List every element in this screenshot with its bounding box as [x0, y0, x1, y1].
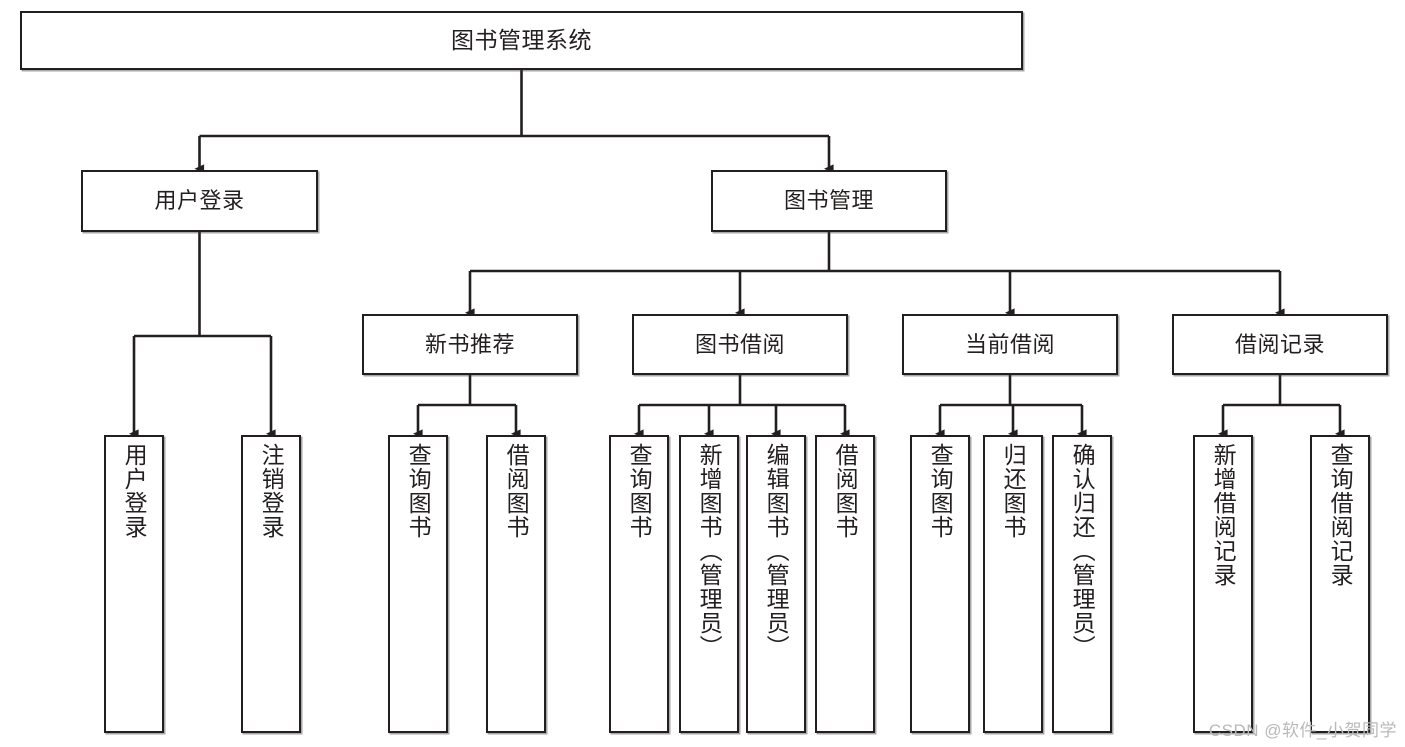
node-leaf-borrow-book-new[interactable]: 借阅图书: [486, 435, 546, 733]
node-label: 用户登录: [154, 188, 245, 214]
node-label: 新增图书（管理员）: [696, 443, 723, 659]
node-label: 借阅图书: [503, 443, 530, 539]
node-label: 新书推荐: [424, 331, 515, 357]
node-root[interactable]: 图书管理系统: [20, 11, 1023, 70]
node-new-book-recommend[interactable]: 新书推荐: [362, 314, 578, 375]
node-leaf-add-book[interactable]: 新增图书（管理员）: [679, 435, 739, 733]
node-label: 当前借阅: [964, 331, 1055, 357]
node-label: 用户登录: [121, 443, 148, 539]
node-leaf-query-book-current[interactable]: 查询图书: [910, 435, 970, 733]
watermark-text: CSDN @软件_小贺同学: [1208, 721, 1397, 740]
node-label: 注销登录: [258, 443, 285, 539]
node-label: 查询图书: [626, 443, 653, 539]
node-label: 借阅记录: [1234, 331, 1325, 357]
node-label: 归还图书: [1000, 443, 1027, 539]
node-leaf-logout[interactable]: 注销登录: [241, 435, 301, 733]
node-leaf-confirm-return[interactable]: 确认归还（管理员）: [1052, 435, 1112, 733]
node-label: 图书借阅: [694, 331, 785, 357]
node-leaf-query-book-new[interactable]: 查询图书: [388, 435, 448, 733]
node-label: 图书管理: [783, 188, 874, 214]
node-label: 新增借阅记录: [1210, 443, 1237, 587]
node-borrow-record[interactable]: 借阅记录: [1172, 314, 1388, 375]
node-leaf-query-record[interactable]: 查询借阅记录: [1310, 435, 1370, 733]
node-current-borrow[interactable]: 当前借阅: [902, 314, 1118, 375]
node-label: 查询图书: [405, 443, 432, 539]
node-leaf-edit-book[interactable]: 编辑图书（管理员）: [746, 435, 806, 733]
node-book-manage[interactable]: 图书管理: [711, 170, 947, 232]
node-label: 查询图书: [927, 443, 954, 539]
node-leaf-add-record[interactable]: 新增借阅记录: [1193, 435, 1253, 733]
node-label: 图书管理系统: [451, 26, 592, 53]
node-book-borrow[interactable]: 图书借阅: [632, 314, 848, 375]
node-leaf-borrow-book[interactable]: 借阅图书: [815, 435, 875, 733]
node-label: 查询借阅记录: [1327, 443, 1354, 587]
node-label: 借阅图书: [832, 443, 859, 539]
node-leaf-query-book-borrow[interactable]: 查询图书: [609, 435, 669, 733]
node-label: 确认归还（管理员）: [1069, 443, 1096, 659]
node-user-login[interactable]: 用户登录: [81, 170, 318, 232]
node-leaf-user-login[interactable]: 用户登录: [104, 435, 164, 733]
node-label: 编辑图书（管理员）: [763, 443, 790, 659]
node-leaf-return-book[interactable]: 归还图书: [983, 435, 1043, 733]
